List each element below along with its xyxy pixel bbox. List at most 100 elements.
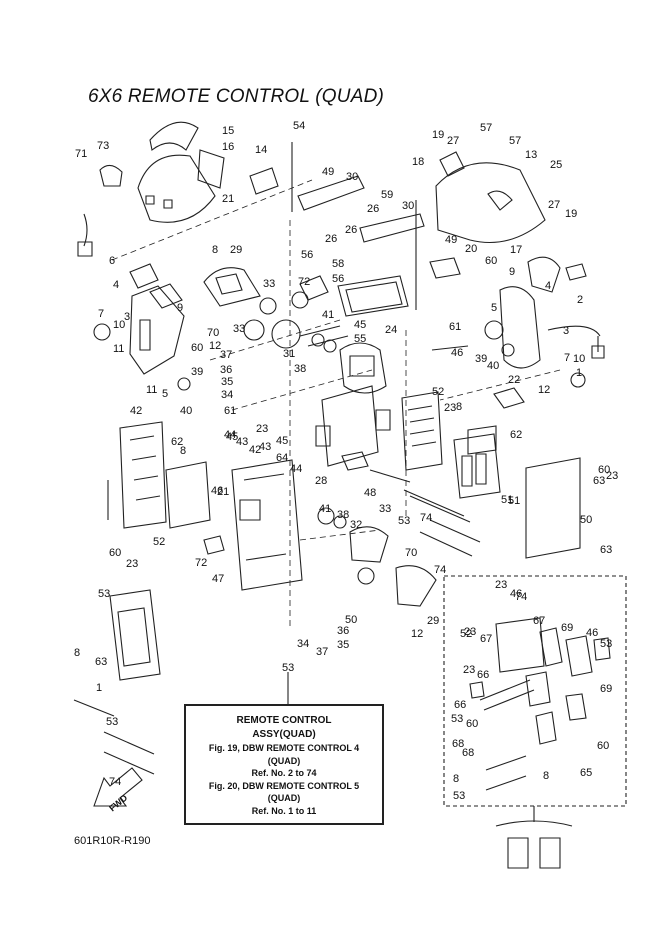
callout-13: 13 <box>525 149 537 161</box>
callout-53: 53 <box>398 515 410 527</box>
callout-46: 46 <box>510 588 522 600</box>
callout-3: 3 <box>563 325 569 337</box>
callout-4: 4 <box>113 279 119 291</box>
callout-39: 39 <box>475 353 487 365</box>
callout-74: 74 <box>109 776 121 788</box>
callout-60: 60 <box>598 464 610 476</box>
callout-45: 45 <box>226 431 238 443</box>
callout-52: 52 <box>460 628 472 640</box>
legend-line-3: Fig. 19, DBW REMOTE CONTROL 4 <box>208 743 360 753</box>
callout-14: 14 <box>255 144 267 156</box>
legend-line-7: (QUAD) <box>267 793 301 803</box>
fwd-arrow <box>93 767 143 807</box>
callout-65: 65 <box>580 767 592 779</box>
callout-10: 10 <box>113 319 125 331</box>
callout-41: 41 <box>319 503 331 515</box>
callout-33: 33 <box>379 503 391 515</box>
callout-60: 60 <box>109 547 121 559</box>
callout-9: 9 <box>509 266 515 278</box>
callout-23: 23 <box>256 423 268 435</box>
callout-50: 50 <box>580 514 592 526</box>
callout-67: 67 <box>533 615 545 627</box>
callout-56: 56 <box>332 273 344 285</box>
inset-parts <box>469 617 611 791</box>
callout-53: 53 <box>98 588 110 600</box>
callout-9: 9 <box>177 302 183 314</box>
left-board-assembly <box>107 421 211 529</box>
callout-32: 32 <box>350 519 362 531</box>
callout-34: 34 <box>221 389 233 401</box>
callout-10: 10 <box>573 353 585 365</box>
callout-57: 57 <box>509 135 521 147</box>
callout-58: 58 <box>332 258 344 270</box>
callout-46: 46 <box>451 347 463 359</box>
callout-33: 33 <box>263 278 275 290</box>
callout-63: 63 <box>95 656 107 668</box>
callout-53: 53 <box>600 638 612 650</box>
callout-42: 42 <box>249 444 261 456</box>
lower-housing <box>203 459 437 607</box>
callout-20: 20 <box>465 243 477 255</box>
callout-60: 60 <box>466 718 478 730</box>
callout-59: 59 <box>381 189 393 201</box>
callout-56: 56 <box>301 249 313 261</box>
callout-46: 46 <box>211 485 223 497</box>
callout-68: 68 <box>462 747 474 759</box>
callout-40: 40 <box>487 360 499 372</box>
callout-7: 7 <box>98 308 104 320</box>
callout-48: 48 <box>364 487 376 499</box>
callout-23: 23 <box>463 664 475 676</box>
callout-62: 62 <box>171 436 183 448</box>
callout-8: 8 <box>456 401 462 413</box>
callout-67: 67 <box>480 633 492 645</box>
callout-37: 37 <box>220 349 232 361</box>
controller-boards <box>401 391 581 559</box>
callout-26: 26 <box>367 203 379 215</box>
callout-17: 17 <box>510 244 522 256</box>
callout-35: 35 <box>337 639 349 651</box>
callout-5: 5 <box>162 388 168 400</box>
control-handle-housing <box>429 151 546 279</box>
inset-detail-box <box>443 575 627 807</box>
callout-36: 36 <box>337 625 349 637</box>
callout-7: 7 <box>564 352 570 364</box>
callout-69: 69 <box>600 683 612 695</box>
callout-23: 23 <box>606 470 618 482</box>
callout-22: 22 <box>508 374 520 386</box>
callout-74: 74 <box>434 564 446 576</box>
callout-31: 31 <box>283 348 295 360</box>
callout-19: 19 <box>565 208 577 220</box>
callout-42: 42 <box>130 405 142 417</box>
callout-69: 69 <box>561 622 573 634</box>
callout-55: 55 <box>354 333 366 345</box>
callout-25: 25 <box>550 159 562 171</box>
callout-24: 24 <box>385 324 397 336</box>
rods-and-screws <box>369 345 481 557</box>
callout-27: 27 <box>548 199 560 211</box>
callout-45: 45 <box>354 319 366 331</box>
callout-38: 38 <box>337 509 349 521</box>
callout-43: 43 <box>259 441 271 453</box>
callout-23: 23 <box>495 579 507 591</box>
callout-61: 61 <box>449 321 461 333</box>
callout-12: 12 <box>209 340 221 352</box>
callout-66: 66 <box>477 669 489 681</box>
callout-26: 26 <box>345 224 357 236</box>
callout-52: 52 <box>432 386 444 398</box>
callout-8: 8 <box>543 770 549 782</box>
callout-63: 63 <box>600 544 612 556</box>
callout-18: 18 <box>412 156 424 168</box>
callout-37: 37 <box>316 646 328 658</box>
callout-68: 68 <box>452 738 464 750</box>
callout-40: 40 <box>180 405 192 417</box>
callout-71: 71 <box>75 148 87 160</box>
callout-39: 39 <box>191 366 203 378</box>
callout-21: 21 <box>217 486 229 498</box>
callout-51: 51 <box>508 495 520 507</box>
callout-34: 34 <box>297 638 309 650</box>
callout-1: 1 <box>96 682 102 694</box>
left-lever-assembly <box>93 263 261 391</box>
callout-74: 74 <box>515 591 527 603</box>
callout-51: 51 <box>501 494 513 506</box>
